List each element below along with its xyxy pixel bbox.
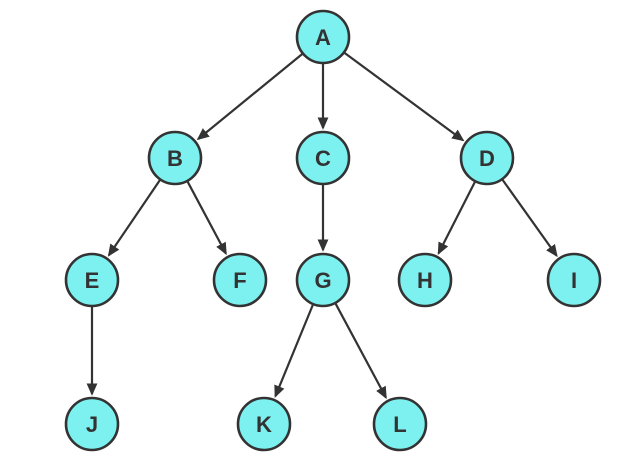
edge-G-L bbox=[334, 303, 387, 400]
node-label-K: K bbox=[256, 412, 272, 437]
edge-B-F bbox=[186, 181, 227, 256]
node-circle-L bbox=[372, 396, 428, 452]
node-circle-B bbox=[147, 130, 203, 186]
node-label-B: B bbox=[167, 146, 183, 171]
node-label-C: C bbox=[315, 146, 331, 171]
node-circle-J bbox=[64, 396, 120, 452]
node-label-J: J bbox=[86, 412, 98, 437]
tree-node-K: K bbox=[236, 396, 292, 452]
tree-node-L: L bbox=[372, 396, 428, 452]
edge-A-D bbox=[344, 52, 465, 142]
node-circle-A bbox=[295, 9, 351, 65]
tree-node-A: A bbox=[295, 9, 351, 65]
node-circle-G bbox=[295, 252, 351, 308]
node-circle-D bbox=[459, 130, 515, 186]
edge-G-K bbox=[274, 304, 314, 398]
tree-node-C: C bbox=[295, 130, 351, 186]
node-label-G: G bbox=[314, 268, 331, 293]
node-label-F: F bbox=[233, 268, 246, 293]
node-label-H: H bbox=[417, 268, 433, 293]
node-label-E: E bbox=[85, 268, 100, 293]
tree-node-H: H bbox=[397, 252, 453, 308]
node-label-L: L bbox=[393, 412, 406, 437]
tree-node-E: E bbox=[64, 252, 120, 308]
node-circle-K bbox=[236, 396, 292, 452]
tree-node-I: I bbox=[546, 252, 602, 308]
node-circle-I bbox=[546, 252, 602, 308]
tree-node-D: D bbox=[459, 130, 515, 186]
tree-node-G: G bbox=[295, 252, 351, 308]
node-circle-C bbox=[295, 130, 351, 186]
tree-node-B: B bbox=[147, 130, 203, 186]
node-label-D: D bbox=[479, 146, 495, 171]
node-label-I: I bbox=[571, 268, 577, 293]
edge-D-H bbox=[437, 181, 476, 255]
node-circle-F bbox=[212, 252, 268, 308]
edges-layer bbox=[86, 52, 558, 400]
tree-node-F: F bbox=[212, 252, 268, 308]
tree-node-J: J bbox=[64, 396, 120, 452]
node-circle-H bbox=[397, 252, 453, 308]
node-circle-E bbox=[64, 252, 120, 308]
edge-B-E bbox=[107, 179, 161, 257]
node-label-A: A bbox=[315, 25, 331, 50]
edge-A-B bbox=[196, 53, 303, 141]
edge-D-I bbox=[501, 179, 558, 258]
nodes-layer: A B C D E F G H I J K L bbox=[64, 9, 602, 452]
